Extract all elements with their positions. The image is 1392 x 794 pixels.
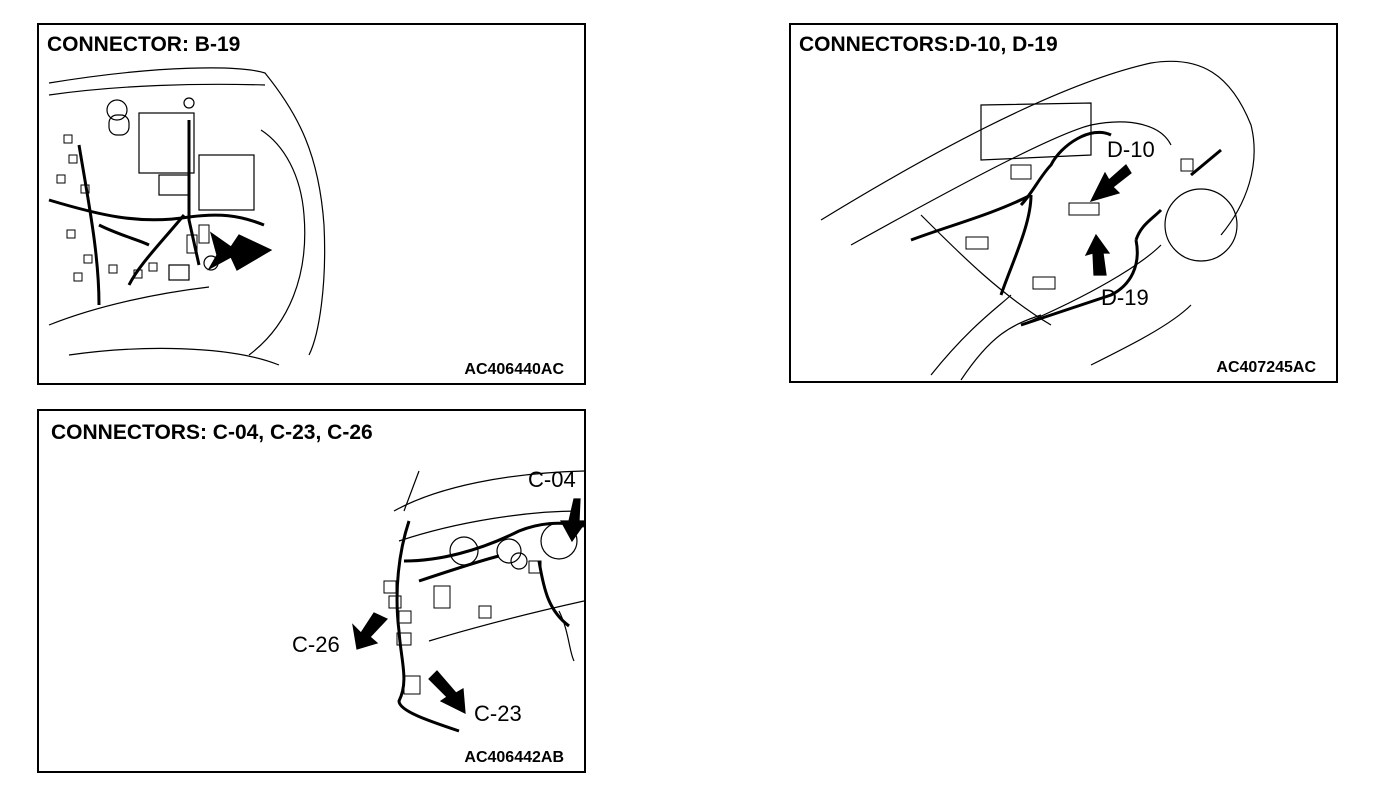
panel-connector-b19: CONNECTOR: B-19 <box>37 23 586 385</box>
figure-code: AC407245AC <box>1216 359 1316 376</box>
figure-code: AC406440AC <box>464 361 564 378</box>
callout-c26: C-26 <box>292 632 340 657</box>
engine-bay-drawing <box>48 67 326 366</box>
figure-code: AC406442AB <box>464 749 564 766</box>
panel-connectors-c04-c23-c26: CONNECTORS: C-04, C-23, C-26 <box>37 409 586 773</box>
callout-d19: D-19 <box>1101 285 1149 310</box>
callout-c23: C-23 <box>474 701 522 726</box>
vehicle-interior-drawing <box>820 60 1255 381</box>
panel-title: CONNECTORS:D-10, D-19 <box>799 33 1058 56</box>
dashboard-harness-drawing <box>352 470 584 733</box>
panel-connectors-d10-d19: CONNECTORS:D-10, D-19 D-1 <box>789 23 1338 383</box>
panel-title: CONNECTORS: C-04, C-23, C-26 <box>51 421 373 444</box>
callout-c04: C-04 <box>528 467 576 492</box>
callout-d10: D-10 <box>1107 137 1155 162</box>
panel-title: CONNECTOR: B-19 <box>47 33 241 56</box>
